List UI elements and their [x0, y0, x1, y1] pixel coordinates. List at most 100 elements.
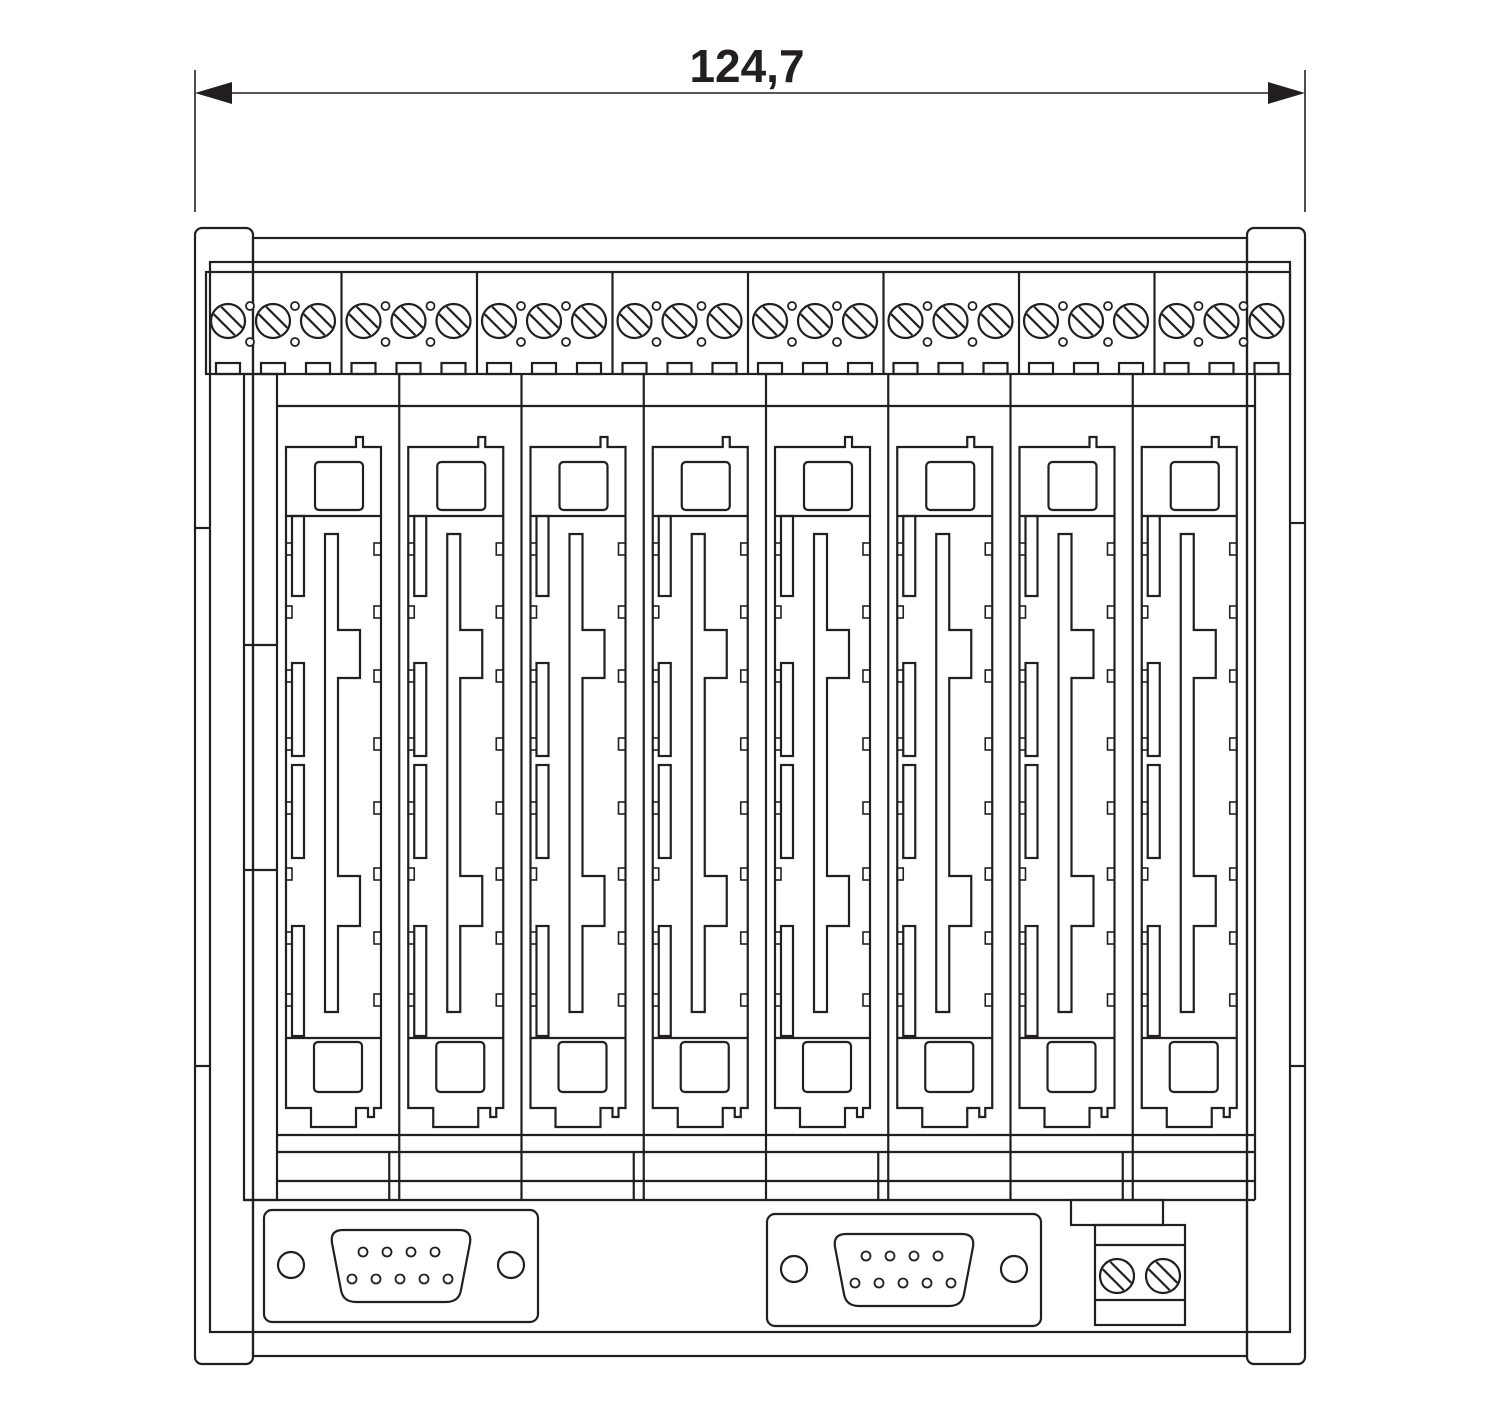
led-window: [802, 460, 854, 512]
terminal-screw-icon[interactable]: [435, 302, 472, 340]
terminal-block: [882, 272, 1014, 376]
release-tab[interactable]: [801, 1040, 853, 1094]
terminal-screw-icon[interactable]: [616, 302, 653, 340]
test-point: [922, 301, 933, 311]
relay-module[interactable]: [277, 435, 400, 1200]
terminal-screw-icon[interactable]: [570, 302, 608, 340]
led-window: [1047, 460, 1098, 512]
terminal-screw-icon[interactable]: [390, 302, 427, 340]
sub-d-connector-right[interactable]: [765, 1212, 1043, 1328]
width-dimension-label: 124,7: [689, 40, 804, 92]
relay-module[interactable]: [398, 374, 522, 1200]
release-tab[interactable]: [1046, 1040, 1097, 1094]
relay-module[interactable]: [764, 374, 889, 1200]
test-point: [1058, 337, 1068, 347]
release-tab[interactable]: [924, 1040, 975, 1094]
release-tab[interactable]: [679, 1040, 730, 1094]
power-screw-icon[interactable]: [1098, 1257, 1136, 1295]
led-window: [925, 460, 976, 512]
terminal-screw-icon[interactable]: [751, 302, 789, 340]
terminal-screw-icon[interactable]: [977, 302, 1014, 340]
test-point: [651, 301, 662, 311]
relay-module[interactable]: [887, 374, 1011, 1200]
test-point: [1103, 337, 1113, 347]
led-window: [680, 460, 731, 512]
release-tab[interactable]: [1168, 1040, 1219, 1094]
terminal-screw-icon[interactable]: [1248, 302, 1285, 340]
test-point: [516, 337, 526, 347]
terminal-screw-icon[interactable]: [299, 302, 337, 340]
test-point: [1238, 337, 1249, 347]
terminal-block: [611, 272, 743, 376]
relay-module-row: [277, 374, 1255, 1200]
test-point: [1193, 301, 1204, 311]
test-point: [787, 337, 797, 347]
release-tab[interactable]: [557, 1040, 608, 1094]
sub-d-pin: [346, 1273, 358, 1285]
sub-d-pin: [945, 1277, 957, 1289]
terminal-screw-icon[interactable]: [887, 302, 924, 340]
terminal-screw-icon[interactable]: [1067, 302, 1105, 340]
sub-d-pin: [429, 1246, 441, 1258]
test-point: [922, 337, 933, 347]
terminal-block: [475, 272, 608, 376]
test-point: [290, 301, 300, 311]
terminal-block: [746, 272, 879, 376]
sub-d-pin: [860, 1250, 872, 1262]
power-terminal[interactable]: [1069, 1198, 1187, 1327]
terminal-screw-icon[interactable]: [796, 302, 834, 340]
top-terminal-strip: [204, 270, 1292, 376]
sub-d-connector-left[interactable]: [262, 1208, 540, 1324]
terminal-block: [209, 301, 337, 376]
terminal-screw-icon[interactable]: [525, 302, 563, 340]
relay-module[interactable]: [1131, 374, 1255, 1200]
relay-module[interactable]: [642, 374, 766, 1200]
test-point: [832, 301, 842, 311]
sub-d-pin: [357, 1246, 369, 1258]
terminal-screw-icon[interactable]: [1203, 302, 1240, 340]
terminal-screw-icon[interactable]: [480, 302, 518, 340]
dimension-arrow-right: [1268, 82, 1305, 104]
power-screw-icon[interactable]: [1144, 1257, 1182, 1295]
test-point: [1193, 337, 1204, 347]
test-point: [290, 337, 300, 347]
terminal-screw-icon[interactable]: [706, 302, 743, 340]
test-point: [245, 337, 255, 347]
test-point: [967, 301, 978, 311]
led-window: [1169, 460, 1220, 512]
terminal-screw-icon[interactable]: [1112, 302, 1150, 340]
led-window: [558, 460, 609, 512]
terminal-screw-icon[interactable]: [1158, 302, 1195, 340]
sub-d-pin: [849, 1277, 861, 1289]
terminal-screw-icon[interactable]: [209, 302, 247, 340]
terminal-screw-icon[interactable]: [345, 302, 382, 340]
relay-module[interactable]: [520, 374, 644, 1200]
sub-d-pin: [873, 1277, 885, 1289]
sub-d-pin: [442, 1273, 454, 1285]
test-point: [380, 337, 391, 347]
sub-d-pin: [908, 1250, 920, 1262]
sub-d-pin: [932, 1250, 944, 1262]
sub-d-pin: [394, 1273, 406, 1285]
terminal-screw-icon[interactable]: [841, 302, 879, 340]
test-point: [967, 337, 978, 347]
terminal-screw-icon[interactable]: [932, 302, 969, 340]
terminal-block: [340, 272, 472, 376]
terminal-screw-icon[interactable]: [254, 302, 292, 340]
test-point: [787, 301, 797, 311]
terminal-block: [1017, 272, 1150, 376]
relay-module[interactable]: [1009, 374, 1133, 1200]
terminal-screw-icon[interactable]: [661, 302, 698, 340]
sub-d-pin: [921, 1277, 933, 1289]
sub-d-pin: [897, 1277, 909, 1289]
test-point: [696, 301, 707, 311]
sub-d-pin: [405, 1246, 417, 1258]
release-tab[interactable]: [312, 1040, 364, 1094]
terminal-screw-icon[interactable]: [1022, 302, 1060, 340]
release-tab[interactable]: [435, 1040, 486, 1094]
test-point: [516, 301, 526, 311]
housing: [193, 226, 1307, 1366]
test-point: [1238, 301, 1249, 311]
test-point: [425, 301, 436, 311]
